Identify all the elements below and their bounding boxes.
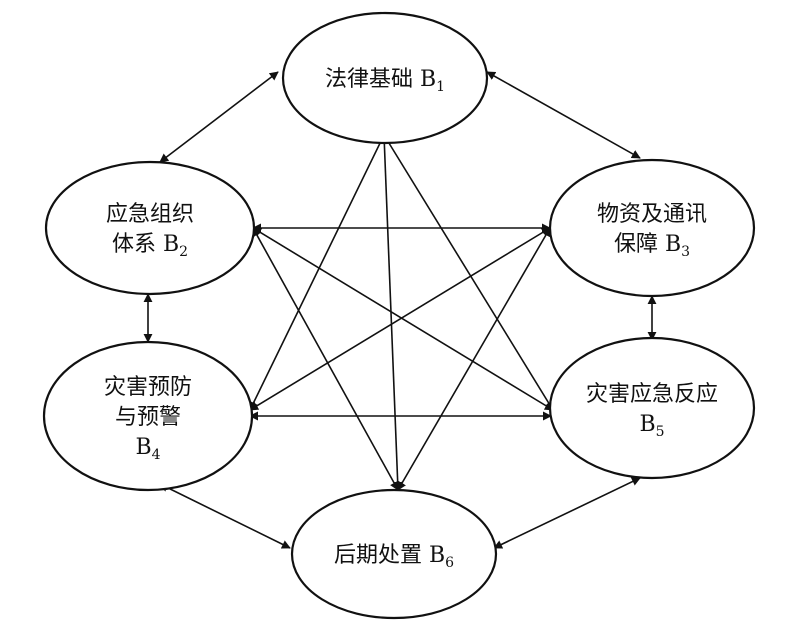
node-code: B <box>639 412 655 437</box>
node-label-line: 体系 B2 <box>112 232 188 260</box>
node-code: B <box>665 232 681 257</box>
node-label-line: 后期处置 B6 <box>334 543 454 571</box>
node-label-text: 后期处置 <box>334 543 429 568</box>
node-label-line: 应急组织 <box>106 202 194 227</box>
node-b6: 后期处置 B6 <box>290 488 498 620</box>
node-label-line: 灾害应急反应 <box>586 382 718 407</box>
node-label-text: 法律基础 <box>325 67 420 92</box>
edge-b1-b2 <box>159 71 279 163</box>
edge-b5-b6 <box>493 477 641 549</box>
node-b5: 灾害应急反应 B5 <box>548 336 756 480</box>
node-label-line: 法律基础 B1 <box>325 67 445 95</box>
edge-b4-b6 <box>159 483 291 549</box>
edges-layer <box>143 71 657 549</box>
edge-b2-b5 <box>252 227 554 411</box>
node-label-text: 保障 <box>614 232 665 257</box>
node-label-line: B4 <box>135 435 160 463</box>
node-subscript: 4 <box>152 447 161 463</box>
node-ellipse <box>290 488 498 620</box>
node-label-line: 保障 B3 <box>614 232 690 260</box>
node-ellipse <box>281 11 489 145</box>
node-label-text: 与预警 <box>115 405 181 430</box>
node-ellipse <box>548 336 756 480</box>
node-subscript: 5 <box>656 424 665 440</box>
edge-b1-b3 <box>486 71 641 159</box>
node-subscript: 2 <box>179 244 188 260</box>
node-code: B <box>429 543 445 568</box>
node-label-text: 灾害应急反应 <box>586 382 718 407</box>
node-label-line: 与预警 <box>115 405 181 430</box>
node-code: B <box>163 232 179 257</box>
node-label-line: 灾害预防 <box>104 375 192 400</box>
node-ellipse <box>44 160 256 296</box>
edge-b3-b6 <box>397 227 551 491</box>
node-ellipse <box>548 158 756 298</box>
node-code: B <box>420 67 436 92</box>
node-b1: 法律基础 B1 <box>281 11 489 145</box>
node-ellipse <box>42 340 254 492</box>
node-subscript: 6 <box>445 555 454 571</box>
node-label-text: 灾害预防 <box>104 375 192 400</box>
node-label-line: 物资及通讯 <box>597 202 707 227</box>
node-label-line: B5 <box>639 412 664 440</box>
node-subscript: 1 <box>436 79 445 95</box>
node-label-text: 体系 <box>112 232 163 257</box>
node-label-text: 应急组织 <box>106 202 194 227</box>
node-label-text: 物资及通讯 <box>597 202 707 227</box>
node-subscript: 3 <box>681 244 690 260</box>
node-code: B <box>135 435 151 460</box>
